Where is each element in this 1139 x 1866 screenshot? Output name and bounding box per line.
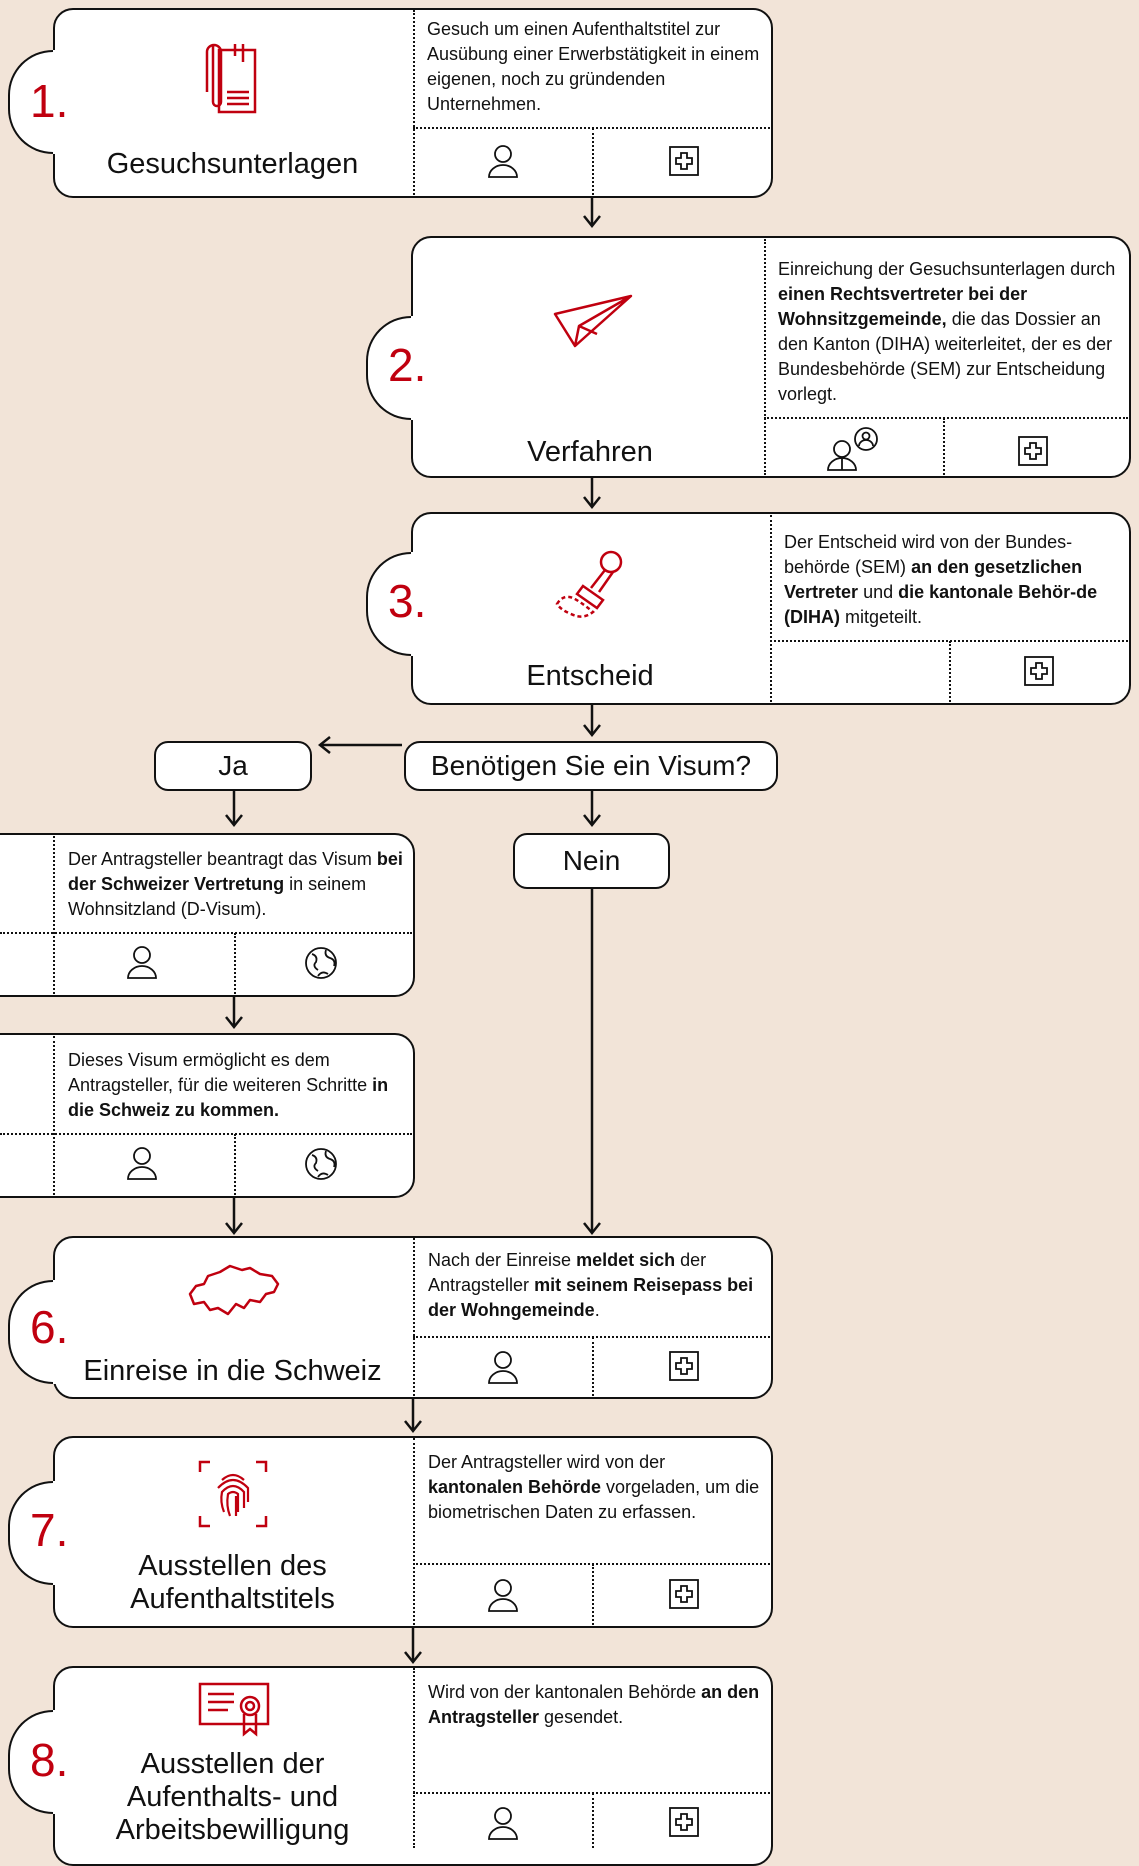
swiss-cross-icon: [668, 1350, 700, 1387]
description-run: vorgeladen, um die biometrischen Daten z…: [428, 1477, 760, 1522]
step-description: Der Antragsteller beantragt das Visum be…: [68, 847, 408, 922]
step-number: 1.: [30, 75, 69, 127]
description-run: die kantonale Behör-de (DIHA): [784, 582, 1098, 627]
description-run: in seinem Wohnsitzland (D-Visum).: [68, 874, 367, 919]
certificate-icon: [198, 1682, 270, 1743]
description-run: Dieses Visum ermöglicht es dem Antragste…: [68, 1050, 373, 1095]
step-number: 2.: [388, 339, 427, 391]
swiss-cross-icon: [1017, 435, 1049, 472]
description-run: Der Entscheid wird von der Bundes-behörd…: [784, 532, 1073, 577]
decision-question: Benötigen Sie ein Visum?: [404, 741, 778, 791]
swiss-cross-icon: [668, 1578, 700, 1615]
step-number: 6.: [30, 1301, 69, 1353]
description-run: Wird von der kantonalen Behörde: [428, 1682, 702, 1702]
step-title: Gesuchsunterlagen: [106, 148, 359, 180]
card-box: [0, 1033, 415, 1198]
card-box: [411, 236, 1131, 478]
step-description: Wird von der kantonalen Behörde an den A…: [428, 1680, 763, 1730]
description-run: einen Rechtsvertreter bei der Wohnsitzge…: [778, 284, 1028, 329]
person-icon: [487, 1806, 519, 1845]
step-title: Verfahren: [527, 436, 653, 468]
fingerprint-icon: [198, 1460, 268, 1533]
step-description: Nach der Einreise meldet sich der Antrag…: [428, 1248, 763, 1323]
description-run: Der Antragsteller wird von der: [428, 1452, 666, 1472]
stamp-icon: [553, 548, 633, 623]
description-run: Nach der Einreise: [428, 1250, 577, 1270]
description-run: der Antragsteller: [428, 1250, 707, 1295]
description-run: Einreichung der Gesuchsunterlagen durch: [778, 259, 1116, 279]
step-description: Gesuch um einen Aufenthaltstitel zur Aus…: [427, 17, 762, 117]
swiss-cross-icon: [668, 145, 700, 182]
description-run: und: [858, 582, 899, 602]
step-description: Dieses Visum ermöglicht es dem Antragste…: [68, 1048, 408, 1123]
description-run: mitgeteilt.: [840, 607, 923, 627]
step-description: Der Entscheid wird von der Bundes-behörd…: [784, 530, 1124, 630]
lawyer-person-icon: [826, 427, 880, 476]
person-icon: [487, 1578, 519, 1617]
decision-no: Nein: [513, 833, 670, 889]
document-clip-icon: [205, 42, 263, 125]
description-run: Der Antragsteller beantragt das Visum: [68, 849, 377, 869]
description-run: an den Antragsteller: [428, 1682, 760, 1727]
description-run: kantonalen Behörde: [428, 1477, 602, 1497]
description-run: meldet sich: [576, 1250, 676, 1270]
step-title: Entscheid: [526, 660, 654, 692]
card-box: [0, 833, 415, 997]
step-number: 7.: [30, 1504, 69, 1556]
step-description: Der Antragsteller wird von der kantonale…: [428, 1450, 763, 1525]
person-icon: [487, 1350, 519, 1389]
paper-plane-icon: [553, 294, 633, 354]
person-icon: [487, 144, 519, 183]
step-number: 3.: [388, 575, 427, 627]
step-title: Einreise in die Schweiz: [83, 1355, 382, 1387]
description-run: die das Dossier an den Kanton (DIHA) wei…: [778, 309, 1113, 404]
globe-icon: [304, 946, 338, 985]
swiss-cross-icon: [1023, 655, 1055, 692]
step-description: Einreichung der Gesuchsunterlagen durch …: [778, 257, 1123, 407]
description-run: in die Schweiz zu kommen.: [68, 1075, 389, 1120]
person-icon: [126, 945, 158, 984]
step-title: Ausstellen des Aufenthaltstitels: [130, 1550, 335, 1615]
globe-icon: [304, 1147, 338, 1186]
person-icon: [126, 1146, 158, 1185]
switzerland-map-icon: [186, 1262, 282, 1323]
description-run: .: [594, 1300, 600, 1320]
description-run: an den gesetzlichen Vertreter: [784, 557, 1083, 602]
decision-yes: Ja: [154, 741, 312, 791]
description-run: mit seinem Reisepass bei der Wohngemeind…: [428, 1275, 754, 1320]
description-run: gesendet.: [539, 1707, 624, 1727]
swiss-cross-icon: [668, 1806, 700, 1843]
description-run: Gesuch um einen Aufenthaltstitel zur Aus…: [427, 19, 760, 114]
step-title: Ausstellen der Aufenthalts- und Arbeitsb…: [115, 1748, 350, 1846]
step-number: 8.: [30, 1734, 69, 1786]
description-run: bei der Schweizer Vertretung: [68, 849, 403, 894]
